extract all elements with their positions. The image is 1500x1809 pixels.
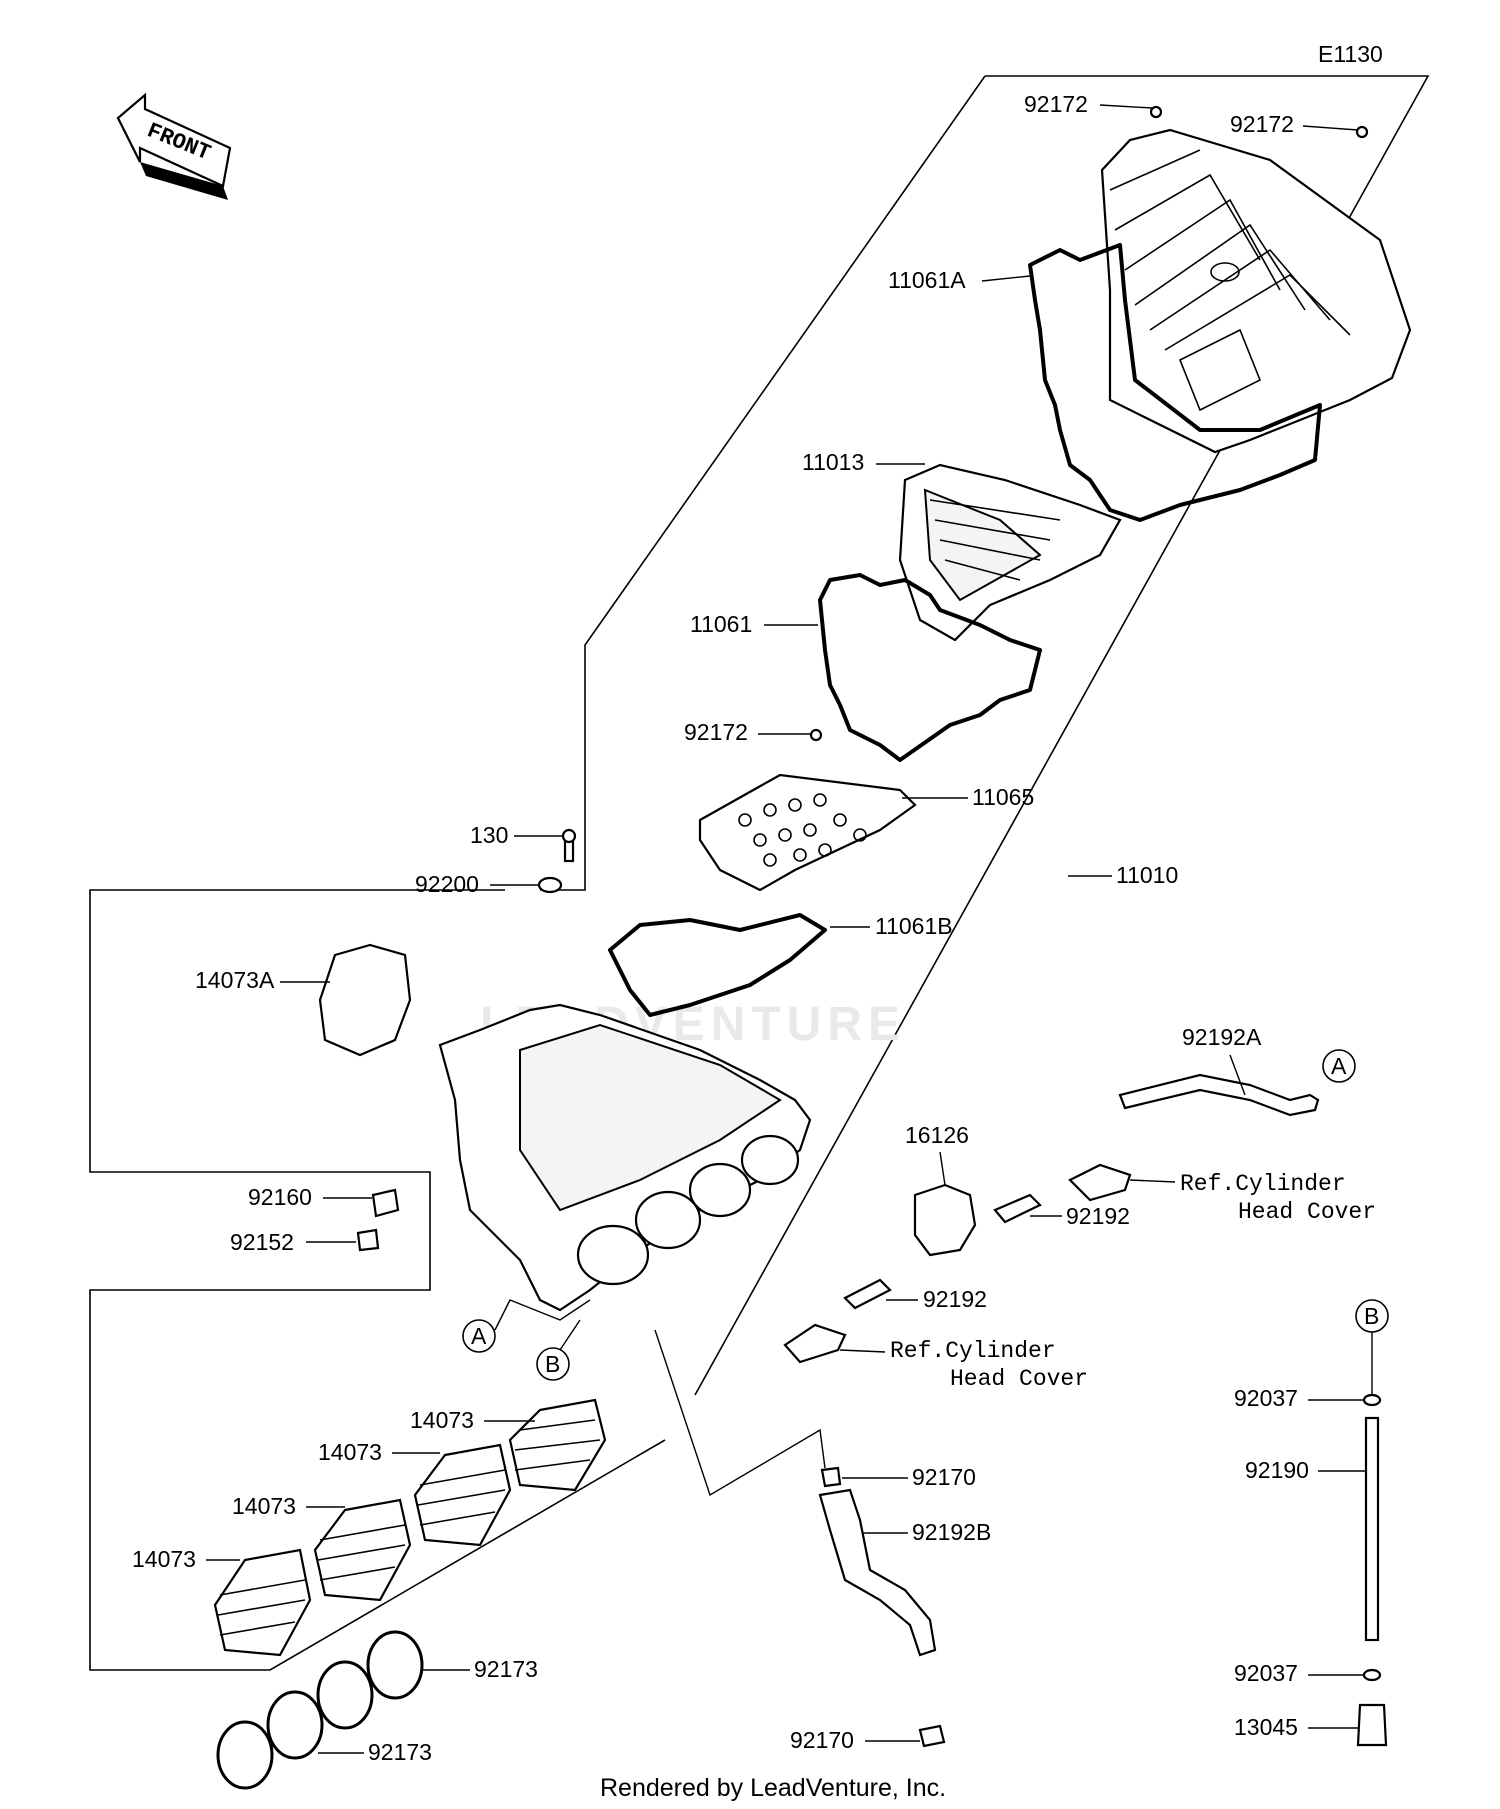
cover-fitting-2 [783, 1323, 847, 1364]
part-number-92190: 92190 [1245, 1457, 1309, 1483]
part-number-11061b: 11061B [875, 913, 953, 939]
part-number-92172: 92172 [1024, 91, 1088, 117]
leader-line-p13 [939, 1151, 946, 1186]
marker-b1: B [545, 1351, 560, 1377]
collar-92152 [356, 1228, 380, 1252]
clip-92170-a [820, 1466, 842, 1488]
part-number-16126: 16126 [905, 1122, 969, 1148]
screw-92172-c [809, 728, 823, 742]
part-number-11065: 11065 [972, 784, 1034, 810]
hose-92192-a [993, 1193, 1042, 1224]
part-number-92173: 92173 [474, 1656, 538, 1682]
valve-16126 [913, 1183, 977, 1257]
air-cleaner-case [438, 1003, 812, 1312]
part-number-13045: 13045 [1234, 1714, 1298, 1740]
duct-14073a [318, 943, 412, 1057]
funnel-14073-4 [213, 1548, 312, 1657]
part-labels: 92172 92172 11061A 11013 11061 92172 11065 130 9… [132, 91, 1366, 1765]
leader-line-p1 [1302, 125, 1359, 131]
clip-92037-b [1362, 1668, 1382, 1682]
part-number-130: 130 [470, 822, 508, 848]
screw-130 [561, 828, 577, 863]
part-number-92170: 92170 [790, 1727, 854, 1753]
hose-92192b [818, 1488, 937, 1657]
part-number-92037: 92037 [1234, 1385, 1298, 1411]
tube-92190 [1364, 1416, 1380, 1642]
part-number-92192: 92192 [1066, 1203, 1130, 1229]
clamps-92173-lower [216, 1690, 324, 1790]
air-filter-element [898, 463, 1122, 642]
leader-line-p0 [1099, 104, 1153, 109]
ref-cylinder-1-line2: Head Cover [1238, 1199, 1376, 1225]
gasket-11061a [1028, 243, 1322, 522]
screw-92172-a [1149, 105, 1163, 119]
air-cleaner-cover [1100, 128, 1412, 454]
part-number-92192a: 92192A [1182, 1024, 1262, 1050]
clamps-92173-upper [316, 1630, 424, 1730]
funnel-14073-1 [508, 1398, 607, 1492]
part-number-92173: 92173 [368, 1739, 432, 1765]
funnel-14073-2 [413, 1443, 512, 1547]
marker-circle-a2 [1322, 1049, 1356, 1083]
marker-circle-b1 [536, 1347, 570, 1381]
plate-11065 [698, 773, 917, 892]
part-number-14073a: 14073A [195, 967, 275, 993]
part-number-11010: 11010 [1116, 862, 1178, 888]
screw-92172-b [1355, 125, 1369, 139]
marker-a2: A [1331, 1053, 1347, 1079]
ref-cylinder-1-line1: Ref.Cylinder [1180, 1171, 1346, 1197]
assembly-boundary [89, 75, 1430, 1671]
washer-92200 [537, 876, 563, 894]
cover-fitting-1 [1068, 1163, 1132, 1202]
part-number-92200: 92200 [415, 871, 479, 897]
part-number-92037: 92037 [1234, 1660, 1298, 1686]
part-number-14073: 14073 [232, 1493, 296, 1519]
part-number-92192b: 92192B [912, 1519, 991, 1545]
plug-13045 [1356, 1703, 1388, 1747]
hose-92192-b [843, 1278, 892, 1310]
part-number-92170: 92170 [912, 1464, 976, 1490]
marker-b2: B [1364, 1303, 1379, 1329]
clip-92037-a [1362, 1393, 1382, 1407]
part-number-14073: 14073 [410, 1407, 474, 1433]
part-number-11013: 11013 [802, 449, 864, 475]
hose-92192a [1118, 1073, 1320, 1117]
part-number-92172: 92172 [1230, 111, 1294, 137]
clip-92170-b [918, 1724, 946, 1748]
part-number-92172: 92172 [684, 719, 748, 745]
diagram-code: E1130 [1318, 41, 1383, 67]
footer-credit: Rendered by LeadVenture, Inc. [600, 1774, 946, 1802]
front-arrow-icon: FRONT [116, 92, 232, 200]
part-number-11061: 11061 [690, 611, 752, 637]
gasket-11061b [608, 913, 827, 1017]
part-number-92160: 92160 [248, 1184, 312, 1210]
grommet-92160 [371, 1188, 400, 1218]
leader-line-p2 [981, 275, 1031, 282]
leader-line-p12 [1229, 1054, 1246, 1096]
gasket-11061 [818, 573, 1042, 762]
ref-cylinder-2-line2: Head Cover [950, 1366, 1088, 1392]
marker-circle-a1 [462, 1319, 496, 1353]
part-number-11061a: 11061A [888, 267, 966, 293]
funnel-14073-3 [313, 1498, 412, 1602]
part-number-14073: 14073 [318, 1439, 382, 1465]
part-number-14073: 14073 [132, 1546, 196, 1572]
part-number-92192: 92192 [923, 1286, 987, 1312]
ref-cylinder-2-line1: Ref.Cylinder [890, 1338, 1056, 1364]
marker-a1: A [471, 1323, 487, 1349]
part-number-92152: 92152 [230, 1229, 294, 1255]
